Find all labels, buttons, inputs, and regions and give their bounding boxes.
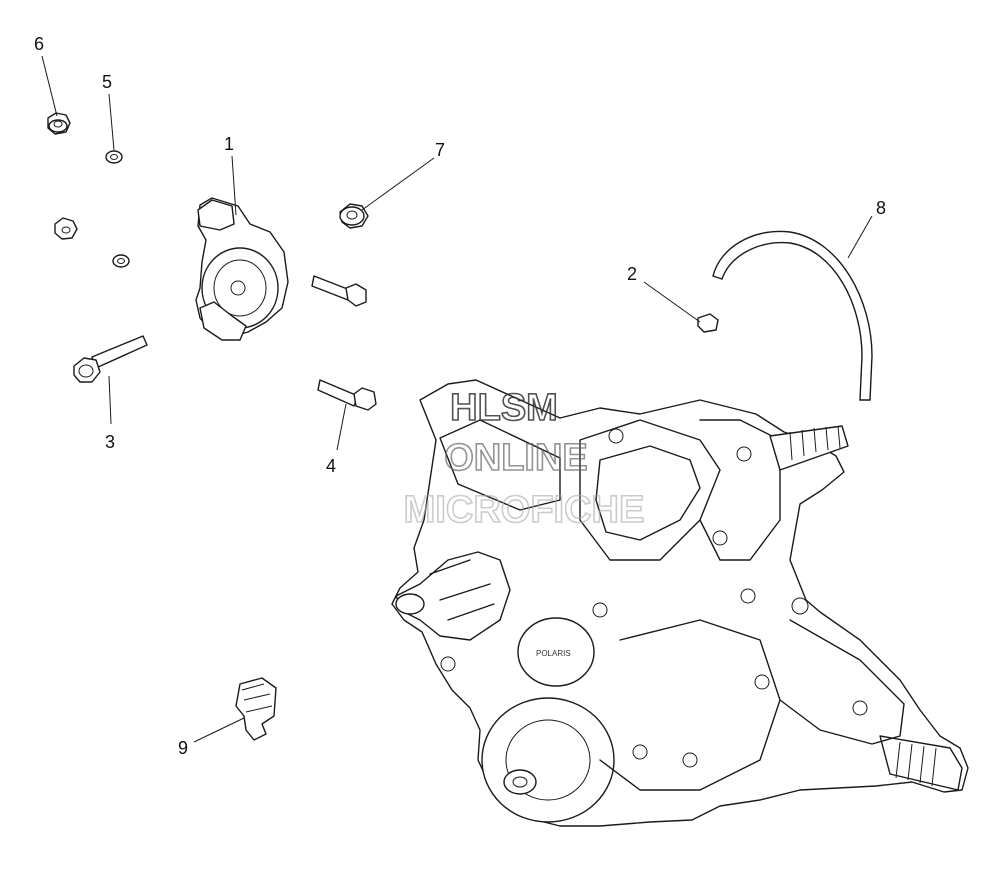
watermark-line-2: ONLINE	[444, 437, 588, 479]
part-8-breather-hose[interactable]	[712, 230, 873, 401]
part-5-lock-washer-2[interactable]	[112, 254, 130, 268]
watermark-line-1: HLSM	[450, 387, 558, 429]
leader-lines	[41, 55, 873, 743]
part-4-bolt[interactable]	[317, 379, 377, 411]
callout-8: 8	[876, 198, 886, 218]
sensor-mount-bolt[interactable]	[311, 275, 367, 307]
watermark: HLSM ONLINE MICROFICHE	[403, 386, 645, 532]
callout-6: 6	[34, 34, 44, 54]
part-7-flange-nut[interactable]	[339, 203, 369, 229]
callout-5: 5	[102, 72, 112, 92]
callout-9: 9	[178, 738, 188, 758]
callout-3: 3	[105, 432, 115, 452]
part-3-long-bolt[interactable]	[73, 335, 148, 383]
callout-2: 2	[627, 264, 637, 284]
callout-4: 4	[326, 456, 336, 476]
part-1-position-sensor[interactable]	[195, 197, 289, 341]
part-5-lock-washer[interactable]	[105, 150, 123, 164]
part-6-flange-nut-2[interactable]	[54, 217, 78, 240]
transmission-housing[interactable]: POLARIS	[391, 379, 969, 827]
callout-1: 1	[224, 134, 234, 154]
part-2-hose-clamp[interactable]	[697, 313, 719, 333]
callout-numbers: 6 5 1 7 2 8 3 4 9	[34, 34, 886, 758]
callout-7: 7	[435, 140, 445, 160]
housing-brand-text: POLARIS	[536, 649, 571, 658]
watermark-line-3: MICROFICHE	[404, 489, 645, 531]
part-9-connector[interactable]	[235, 677, 277, 741]
part-6-flange-nut[interactable]	[47, 112, 71, 135]
